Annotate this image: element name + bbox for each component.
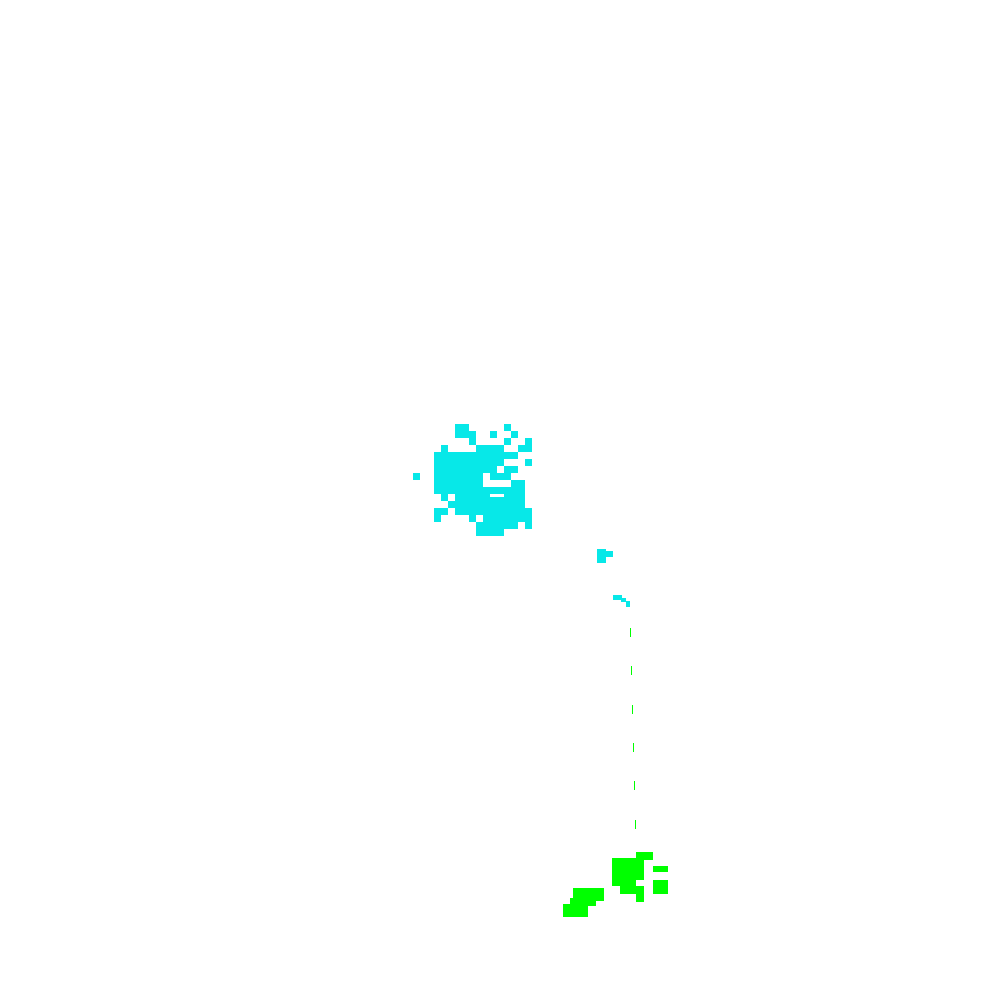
green-pixel <box>636 894 644 902</box>
cyan-pixel <box>504 466 518 473</box>
cyan-pixel <box>434 480 483 487</box>
cyan-pixel <box>434 515 441 522</box>
cyan-pixel <box>448 501 525 508</box>
cyan-pixel-cluster <box>413 424 532 536</box>
cyan-pixel <box>469 438 476 445</box>
cyan-pixel <box>511 431 518 438</box>
blob-notch <box>490 494 504 497</box>
cyan-pixel <box>455 431 476 438</box>
cyan-pixel <box>518 445 532 452</box>
green-pixel <box>573 888 604 901</box>
green-dash <box>635 820 636 829</box>
cyan-pixel <box>441 494 448 501</box>
cyan-pixel <box>455 424 469 431</box>
cyan-pixel <box>476 522 518 529</box>
cyan-fragment <box>597 549 606 563</box>
cyan-pixel <box>483 515 532 522</box>
cyan-pixel <box>455 494 525 501</box>
cyan-pixel <box>504 424 511 431</box>
cyan-fragment <box>626 601 630 607</box>
green-dash <box>634 781 635 790</box>
cyan-pixel <box>434 508 448 515</box>
green-dash <box>632 705 633 714</box>
cyan-fragments <box>597 549 630 607</box>
cyan-pixel <box>455 508 532 515</box>
cyan-fragment <box>613 595 622 600</box>
cyan-fragment <box>621 598 626 602</box>
green-dashed-trail <box>630 628 636 829</box>
cyan-pixel <box>434 487 525 494</box>
cyan-pixel <box>434 459 504 466</box>
cyan-pixel <box>490 473 511 480</box>
cyan-pixel <box>441 445 448 452</box>
cyan-pixel <box>525 459 532 466</box>
cyan-fragment <box>606 551 613 557</box>
cyan-pixel <box>413 473 420 480</box>
cyan-pixel <box>434 473 483 480</box>
cyan-pixel <box>469 515 476 522</box>
cyan-pixel <box>476 445 504 452</box>
green-dash <box>631 666 632 675</box>
cyan-pixel <box>476 529 504 536</box>
green-pixel <box>636 852 653 860</box>
cyan-pixel <box>490 431 497 438</box>
green-pixel-cluster <box>563 852 668 917</box>
green-dash <box>630 628 631 637</box>
cyan-pixel <box>511 480 525 487</box>
blob-notch <box>483 473 490 477</box>
green-pixel <box>653 880 668 894</box>
green-pixel <box>563 904 588 917</box>
green-pixel <box>636 860 644 880</box>
cyan-pixel <box>525 438 532 445</box>
green-pixel <box>653 866 668 872</box>
cyan-pixel <box>525 522 532 529</box>
green-pixel <box>570 898 596 906</box>
cyan-pixel <box>434 452 518 459</box>
cyan-pixel <box>434 466 497 473</box>
green-pixel <box>612 858 636 886</box>
green-dash <box>633 743 634 752</box>
green-pixel <box>620 886 644 894</box>
cyan-pixel <box>504 438 511 445</box>
